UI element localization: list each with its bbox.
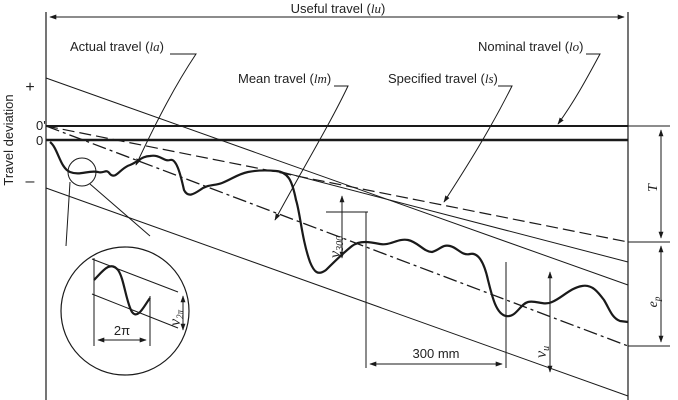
magnifier-source-circle (67, 157, 97, 187)
useful-travel-label: Useful travel (lu) (291, 1, 386, 16)
nominal-travel-leader (557, 53, 601, 125)
dim-300mm-label: 300 mm (413, 346, 460, 361)
mean-travel-leader (274, 85, 349, 221)
actual-travel-leader (135, 53, 197, 166)
magnifier-connector-right (89, 183, 151, 237)
ep-label: ep (646, 296, 662, 307)
specified-travel-line (45, 125, 629, 243)
y-axis-label: Travel deviation (1, 94, 16, 185)
magnifier-connector-left (65, 181, 71, 247)
upper-envelope-line (45, 77, 629, 286)
upper-band-line (281, 171, 629, 263)
detail-curve (93, 265, 151, 316)
two-pi-label: 2π (114, 323, 130, 338)
actual-travel-label: Actual travel (la) (70, 39, 164, 54)
vu-label: vu (533, 346, 552, 358)
plus-sign: + (25, 79, 34, 96)
nominal-travel-label: Nominal travel (lo) (478, 39, 584, 54)
detail-band-lower (91, 293, 179, 329)
magnified-detail-circle (60, 246, 190, 376)
zero-prime-label: 0' (36, 118, 46, 133)
mean-travel-label: Mean travel (lm) (238, 71, 331, 86)
mean-travel-line (45, 125, 629, 347)
v300-label: v300 (327, 236, 346, 258)
zero-label: 0 (36, 133, 43, 148)
specified-travel-label: Specified travel (ls) (388, 71, 498, 86)
lower-envelope-line (45, 187, 629, 397)
specified-travel-leader (443, 85, 513, 203)
t-label: T (646, 183, 661, 192)
v2pi-label: v2π (167, 309, 185, 326)
minus-sign: – (26, 173, 35, 190)
detail-band-upper (91, 258, 179, 293)
